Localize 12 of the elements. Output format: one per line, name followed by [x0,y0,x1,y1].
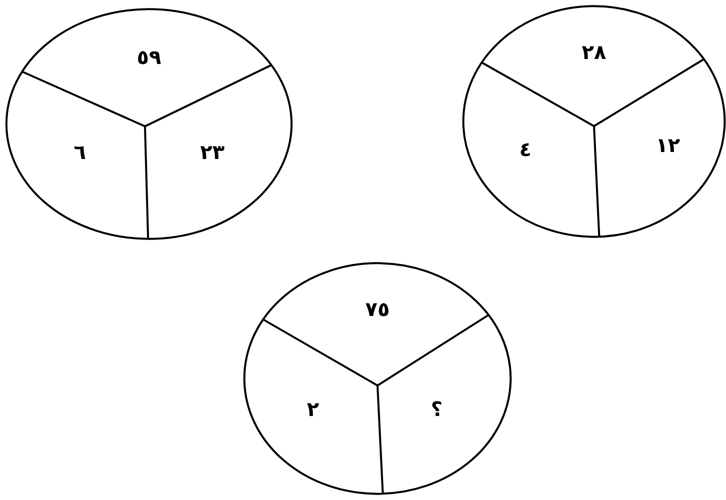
divided-circle [243,262,512,495]
sector-number: ٢ [306,398,320,419]
sector-number: ٧٥ [365,298,390,319]
sector-number: ؟ [430,398,442,419]
divided-circle [5,8,293,240]
sector-number: ٢٨ [582,42,606,62]
sector-number: ١٢ [656,134,680,155]
divided-circle [462,5,726,238]
sector-number: ٤ [519,139,532,160]
sector-number: ٢٣ [200,142,225,162]
sector-number: ٥٩ [136,46,162,67]
sector-number: ٦ [74,142,86,162]
